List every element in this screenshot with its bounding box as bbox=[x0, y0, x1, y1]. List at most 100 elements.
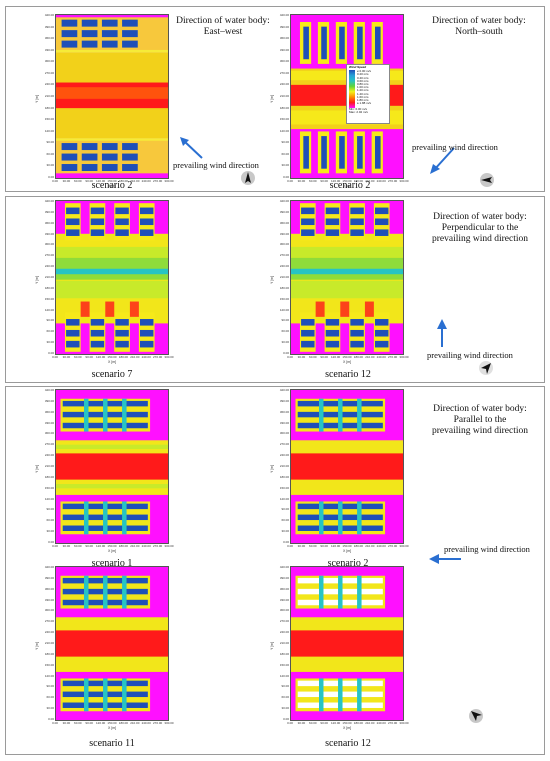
x-tick-label: 210.00 bbox=[365, 721, 375, 725]
y-tick-label: 270.00 bbox=[44, 442, 54, 447]
caption-p2-left: scenario 7 bbox=[91, 369, 133, 380]
legend-entry: 1.20 m/s bbox=[357, 88, 369, 93]
x-tick-label: 270.00 bbox=[153, 179, 163, 183]
x-tick-label: 120.00 bbox=[331, 355, 341, 359]
y-tick-label: 330.00 bbox=[279, 231, 289, 236]
y-tick-label: 420.00 bbox=[279, 199, 289, 203]
y-axis-label: Y [m] bbox=[270, 94, 275, 103]
x-tick-label: 180.00 bbox=[118, 355, 128, 359]
y-tick-label: 60.00 bbox=[46, 695, 54, 700]
x-tick-label: 270.00 bbox=[153, 355, 163, 359]
x-tick-label: 30.00 bbox=[297, 355, 306, 359]
y-tick-label: 270.00 bbox=[279, 619, 289, 624]
x-tick-label: 60.00 bbox=[309, 721, 317, 725]
x-tick-label: 300.00 bbox=[164, 544, 174, 548]
direction-parallel: Direction of water body: Parallel to the… bbox=[431, 404, 529, 436]
y-tick-label: 330.00 bbox=[279, 420, 289, 425]
x-tick-label: 300.00 bbox=[399, 544, 409, 548]
y-tick-label: 300.00 bbox=[44, 59, 54, 64]
y-tick-label: 30.00 bbox=[281, 706, 289, 711]
windfield-p2-right bbox=[291, 201, 403, 354]
x-tick-label: 240.00 bbox=[376, 721, 386, 725]
y-tick-label: 390.00 bbox=[44, 575, 54, 580]
x-tick-label: 60.00 bbox=[74, 355, 82, 359]
y-tick-label: 90.00 bbox=[281, 684, 289, 689]
x-tick-label: 120.00 bbox=[331, 179, 341, 183]
x-tick-label: 240.00 bbox=[141, 721, 151, 725]
x-tick-label: 90.00 bbox=[320, 721, 328, 725]
y-tick-label: 360.00 bbox=[279, 586, 289, 591]
x-tick-label: 210.00 bbox=[365, 355, 375, 359]
x-tick-label: 240.00 bbox=[141, 544, 151, 548]
y-tick-label: 120.00 bbox=[279, 673, 289, 678]
y-tick-label: 60.00 bbox=[46, 329, 54, 334]
x-tick-label: 240.00 bbox=[376, 355, 386, 359]
x-tick-label: 120.00 bbox=[96, 721, 106, 725]
legend-min: Min: 0.00 m/s bbox=[349, 107, 368, 112]
x-tick-label: 0.00 bbox=[287, 544, 293, 548]
y-tick-label: 30.00 bbox=[281, 340, 289, 345]
y-tick-label: 180.00 bbox=[279, 105, 289, 110]
plot-p3-s11 bbox=[55, 566, 169, 721]
x-tick-label: 150.00 bbox=[342, 355, 352, 359]
wind-arrow-icon bbox=[429, 554, 461, 564]
y-tick-label: 150.00 bbox=[44, 485, 54, 490]
x-tick-label: 300.00 bbox=[164, 721, 174, 725]
x-tick-label: 120.00 bbox=[96, 355, 106, 359]
x-tick-label: 60.00 bbox=[74, 179, 82, 183]
y-tick-label: 360.00 bbox=[279, 36, 289, 41]
x-tick-label: 270.00 bbox=[388, 544, 398, 548]
x-tick-label: 60.00 bbox=[309, 355, 317, 359]
legend-entry: 1.40 m/s bbox=[357, 91, 369, 96]
x-axis-label: X [m] bbox=[343, 184, 352, 188]
y-axis-label: Y [m] bbox=[270, 275, 275, 284]
y-tick-label: 120.00 bbox=[44, 128, 54, 133]
x-tick-label: 210.00 bbox=[130, 721, 140, 725]
x-tick-label: 210.00 bbox=[365, 544, 375, 548]
plot-p3-s1 bbox=[55, 389, 169, 544]
windfield-p3-s1 bbox=[56, 390, 168, 543]
y-tick-label: 150.00 bbox=[44, 117, 54, 122]
y-tick-label: 120.00 bbox=[44, 673, 54, 678]
wind-arrow-icon bbox=[180, 137, 203, 159]
x-axis-label: X [m] bbox=[108, 360, 117, 364]
caption-p3-s2: scenario 2 bbox=[327, 558, 369, 569]
x-tick-label: 90.00 bbox=[320, 355, 328, 359]
x-tick-label: 0.00 bbox=[52, 544, 58, 548]
y-tick-label: 390.00 bbox=[44, 398, 54, 403]
y-tick-label: 120.00 bbox=[44, 307, 54, 312]
y-tick-label: 390.00 bbox=[279, 398, 289, 403]
y-axis-label: Y [m] bbox=[270, 464, 275, 473]
y-tick-label: 330.00 bbox=[44, 231, 54, 236]
x-tick-label: 120.00 bbox=[96, 179, 106, 183]
y-axis-label: Y [m] bbox=[35, 464, 40, 473]
direction-north-south: Direction of water body: North–south bbox=[432, 16, 526, 37]
y-tick-label: 0.00 bbox=[48, 717, 54, 721]
y-tick-label: 90.00 bbox=[46, 140, 54, 145]
x-tick-label: 0.00 bbox=[52, 721, 58, 725]
y-tick-label: 420.00 bbox=[279, 388, 289, 392]
y-tick-label: 0.00 bbox=[48, 175, 54, 179]
wind-arrow-icon bbox=[437, 319, 447, 347]
x-tick-label: 270.00 bbox=[388, 179, 398, 183]
y-tick-label: 420.00 bbox=[279, 13, 289, 17]
y-tick-label: 30.00 bbox=[281, 163, 289, 168]
y-axis-label: Y [m] bbox=[35, 275, 40, 284]
y-tick-label: 240.00 bbox=[44, 82, 54, 87]
x-axis-label: X [m] bbox=[343, 360, 352, 364]
x-tick-label: 30.00 bbox=[62, 721, 71, 725]
x-tick-label: 150.00 bbox=[107, 355, 117, 359]
x-tick-label: 300.00 bbox=[164, 355, 174, 359]
legend-entry: 1.00 m/s bbox=[357, 85, 369, 90]
x-tick-label: 90.00 bbox=[85, 544, 93, 548]
y-tick-label: 240.00 bbox=[279, 630, 289, 635]
x-tick-label: 180.00 bbox=[353, 544, 363, 548]
x-tick-label: 180.00 bbox=[118, 721, 128, 725]
y-tick-label: 90.00 bbox=[281, 507, 289, 512]
x-tick-label: 240.00 bbox=[376, 544, 386, 548]
y-tick-label: 60.00 bbox=[281, 695, 289, 700]
x-tick-label: 0.00 bbox=[287, 721, 293, 725]
y-tick-label: 420.00 bbox=[44, 388, 54, 392]
x-tick-label: 0.00 bbox=[287, 179, 293, 183]
x-tick-label: 60.00 bbox=[74, 721, 82, 725]
